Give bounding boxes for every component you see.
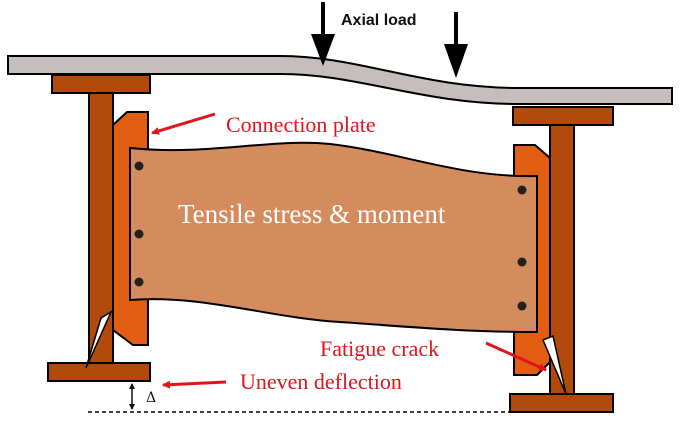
right-fatigue-crack bbox=[542, 334, 567, 395]
web-stress-label: Tensile stress & moment bbox=[178, 199, 446, 229]
axial-load-arrows bbox=[311, 2, 468, 78]
left-column-top-flange bbox=[51, 74, 151, 94]
right-column bbox=[509, 106, 614, 413]
bolt bbox=[517, 185, 527, 195]
connection-plate-label: Connection plate bbox=[226, 112, 376, 137]
right-column-bottom-flange bbox=[509, 393, 614, 413]
bolt bbox=[517, 301, 527, 311]
uneven-deflection-label: Uneven deflection bbox=[240, 369, 402, 394]
bolt bbox=[134, 277, 144, 287]
left-column-bottom-flange bbox=[47, 362, 151, 382]
bolt bbox=[134, 229, 144, 239]
right-column-top-flange bbox=[512, 106, 614, 126]
delta-label: Δ bbox=[146, 390, 156, 406]
bolt bbox=[134, 161, 144, 171]
left-bolts bbox=[134, 161, 144, 287]
shear-web-panel bbox=[129, 141, 538, 334]
right-bolts bbox=[517, 185, 527, 311]
fatigue-crack-arrow bbox=[485, 341, 547, 372]
floor-girder bbox=[7, 55, 673, 105]
connection-plate-arrow bbox=[151, 112, 216, 135]
left-fatigue-crack bbox=[85, 310, 113, 369]
uneven-deflection-arrow bbox=[162, 380, 227, 389]
fatigue-crack-label: Fatigue crack bbox=[320, 336, 439, 361]
axial-load-label: Axial load bbox=[341, 12, 417, 29]
bolt bbox=[517, 257, 527, 267]
